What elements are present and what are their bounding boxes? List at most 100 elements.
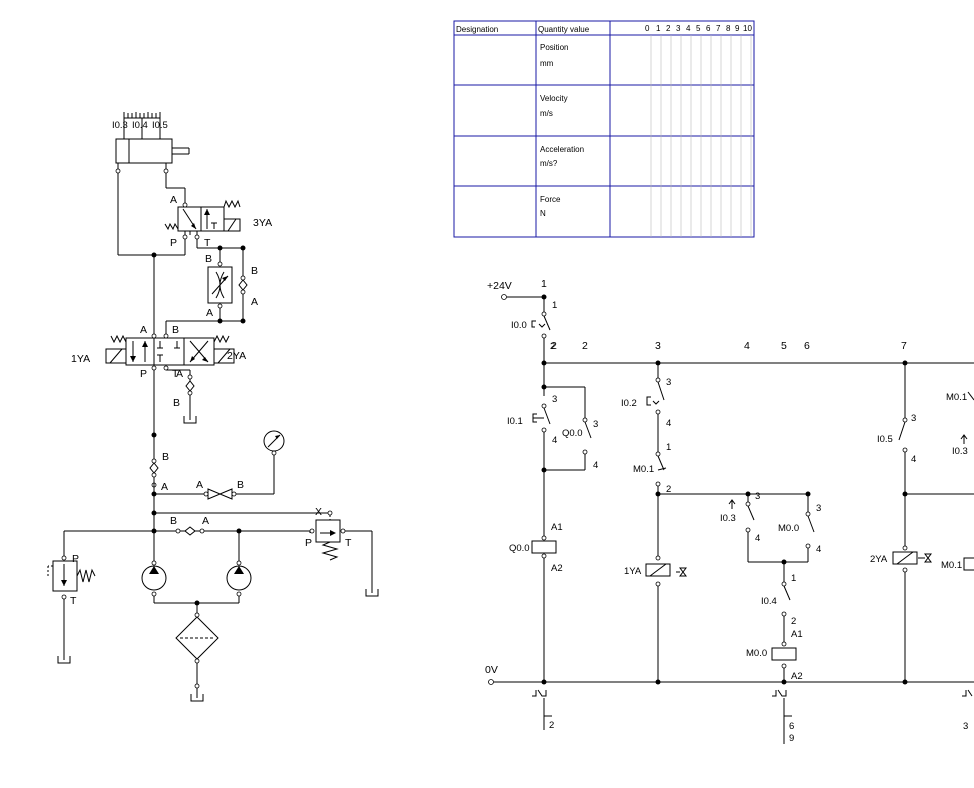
flow-valve-port-a: A <box>206 307 213 319</box>
tank-icon <box>190 694 204 702</box>
table-row-acceleration: Acceleration <box>540 145 584 154</box>
contact-q00-label: Q0.0 <box>562 428 583 439</box>
svg-text:3: 3 <box>593 419 598 430</box>
relief-right-port-t: T <box>345 537 352 549</box>
hydraulic-circuit: I0.3 I0.4 I0.5 <box>47 112 379 702</box>
tank-icon <box>57 656 71 664</box>
check-bridge-port-b: B <box>170 515 177 527</box>
valve-3ya-port-p: P <box>170 237 177 249</box>
flow-valve-port-b: B <box>205 253 212 265</box>
contact-q00: Q0.0 3 4 <box>562 417 598 471</box>
directional-valve-3ya: A P T 3YA <box>164 194 272 249</box>
contact-i01: I0.1 3 4 <box>507 394 557 446</box>
svg-text:4: 4 <box>666 418 671 429</box>
column-number: 6 <box>804 340 810 352</box>
contact-m00-label: M0.0 <box>778 523 799 534</box>
coil-1ya-label: 1YA <box>624 566 642 577</box>
valve-main-coil-2ya: 2YA <box>227 350 246 362</box>
svg-text:3: 3 <box>552 394 557 405</box>
valve-3ya-port-t: T <box>204 237 211 249</box>
sensor-label-i05: I0.5 <box>152 120 168 131</box>
contact-i03-right-label: I0.3 <box>952 446 968 457</box>
svg-text:4: 4 <box>911 454 916 465</box>
svg-text:2: 2 <box>550 341 555 352</box>
svg-text:4: 4 <box>755 533 760 544</box>
svg-text:A2: A2 <box>791 671 803 682</box>
coil-q00-label: Q0.0 <box>509 543 530 554</box>
valve-main-port-t: T <box>172 368 179 380</box>
cross-ref-col5: 6 9 <box>772 689 794 744</box>
relief-valve-left: P T <box>47 553 96 607</box>
flow-control-valve: B A B A <box>205 248 258 321</box>
relief-left-port-t: T <box>70 595 77 607</box>
svg-text:1: 1 <box>656 24 661 33</box>
table-row-position: Position <box>540 43 568 52</box>
electrical-ladder: +24V 0V 1 2 2 3 4 5 6 7 I0.0 1 2 <box>485 278 974 744</box>
svg-text:8: 8 <box>726 24 731 33</box>
sensor-label-i04: I0.4 <box>132 120 148 131</box>
valve-main-coil-1ya: 1YA <box>71 353 90 365</box>
relief-right-port-x: X <box>315 506 322 518</box>
coil-2ya-label: 2YA <box>870 554 888 565</box>
coil-m01-label: M0.1 <box>941 560 962 571</box>
column-number: 3 <box>655 340 661 352</box>
contact-m01: M0.1 1 2 <box>633 442 671 495</box>
check-main-port-a: A <box>161 481 168 493</box>
svg-text:1: 1 <box>666 442 671 453</box>
column-number: 2 <box>551 340 557 352</box>
cross-ref-col1: 2 <box>532 689 554 731</box>
column-number: 5 <box>781 340 787 352</box>
svg-text:2: 2 <box>666 24 671 33</box>
table-row-acceleration-unit: m/s? <box>540 159 558 168</box>
column-number: 7 <box>901 340 907 352</box>
table-row-position-unit: mm <box>540 59 554 68</box>
check-valve-port-b: B <box>251 265 258 277</box>
coil-m01: M0.1 <box>941 557 974 571</box>
svg-text:A2: A2 <box>551 563 563 574</box>
table-row-velocity-unit: m/s <box>540 109 553 118</box>
svg-text:10: 10 <box>743 24 752 33</box>
coil-2ya: 2YA <box>870 545 932 573</box>
valve-main-port-b: B <box>172 324 179 336</box>
svg-text:A1: A1 <box>791 629 803 640</box>
svg-text:3: 3 <box>816 503 821 514</box>
contact-m01-label: M0.1 <box>633 464 654 475</box>
position-scale <box>123 112 161 139</box>
relief-left-port-p: P <box>72 553 79 565</box>
check-valve-port-a: A <box>251 296 258 308</box>
contact-i04-label: I0.4 <box>761 596 777 607</box>
svg-text:3: 3 <box>911 413 916 424</box>
coil-m00-label: M0.0 <box>746 648 767 659</box>
shutoff-port-a: A <box>196 479 203 491</box>
pump-left-icon <box>141 565 167 591</box>
contact-i02-label: I0.2 <box>621 398 637 409</box>
table-header-quantity: Quantity value <box>538 25 590 34</box>
table-scale-labels: 0 1 2 3 4 5 6 7 8 9 10 <box>645 24 752 33</box>
svg-text:7: 7 <box>716 24 721 33</box>
check-main-port-b: B <box>162 451 169 463</box>
svg-text:0: 0 <box>645 24 650 33</box>
contact-i00-label: I0.0 <box>511 320 527 331</box>
svg-text:4: 4 <box>552 435 557 446</box>
svg-text:2: 2 <box>666 484 671 495</box>
svg-text:1: 1 <box>552 300 557 311</box>
supply-negative-label: 0V <box>485 664 498 676</box>
table-row-force: Force <box>540 195 561 204</box>
sensor-label-i03: I0.3 <box>112 120 128 131</box>
column-number: 1 <box>541 278 547 290</box>
svg-text:4: 4 <box>593 460 598 471</box>
coil-q00: Q0.0 A1 A2 <box>509 522 563 574</box>
filter-icon <box>175 616 219 660</box>
pressure-gauge-icon <box>263 430 285 452</box>
valve-main-port-p: P <box>140 368 147 380</box>
supply-positive-label: +24V <box>487 280 512 292</box>
contact-i01-label: I0.1 <box>507 416 523 427</box>
tank-icon <box>183 416 197 424</box>
contact-m01-right: M0.1 <box>946 391 974 403</box>
svg-text:2: 2 <box>549 720 554 731</box>
svg-text:5: 5 <box>696 24 701 33</box>
svg-text:9: 9 <box>735 24 740 33</box>
pump-right-icon <box>226 565 252 591</box>
svg-text:3: 3 <box>755 491 760 502</box>
directional-valve-main: A B P T 1YA 2YA <box>71 324 246 380</box>
